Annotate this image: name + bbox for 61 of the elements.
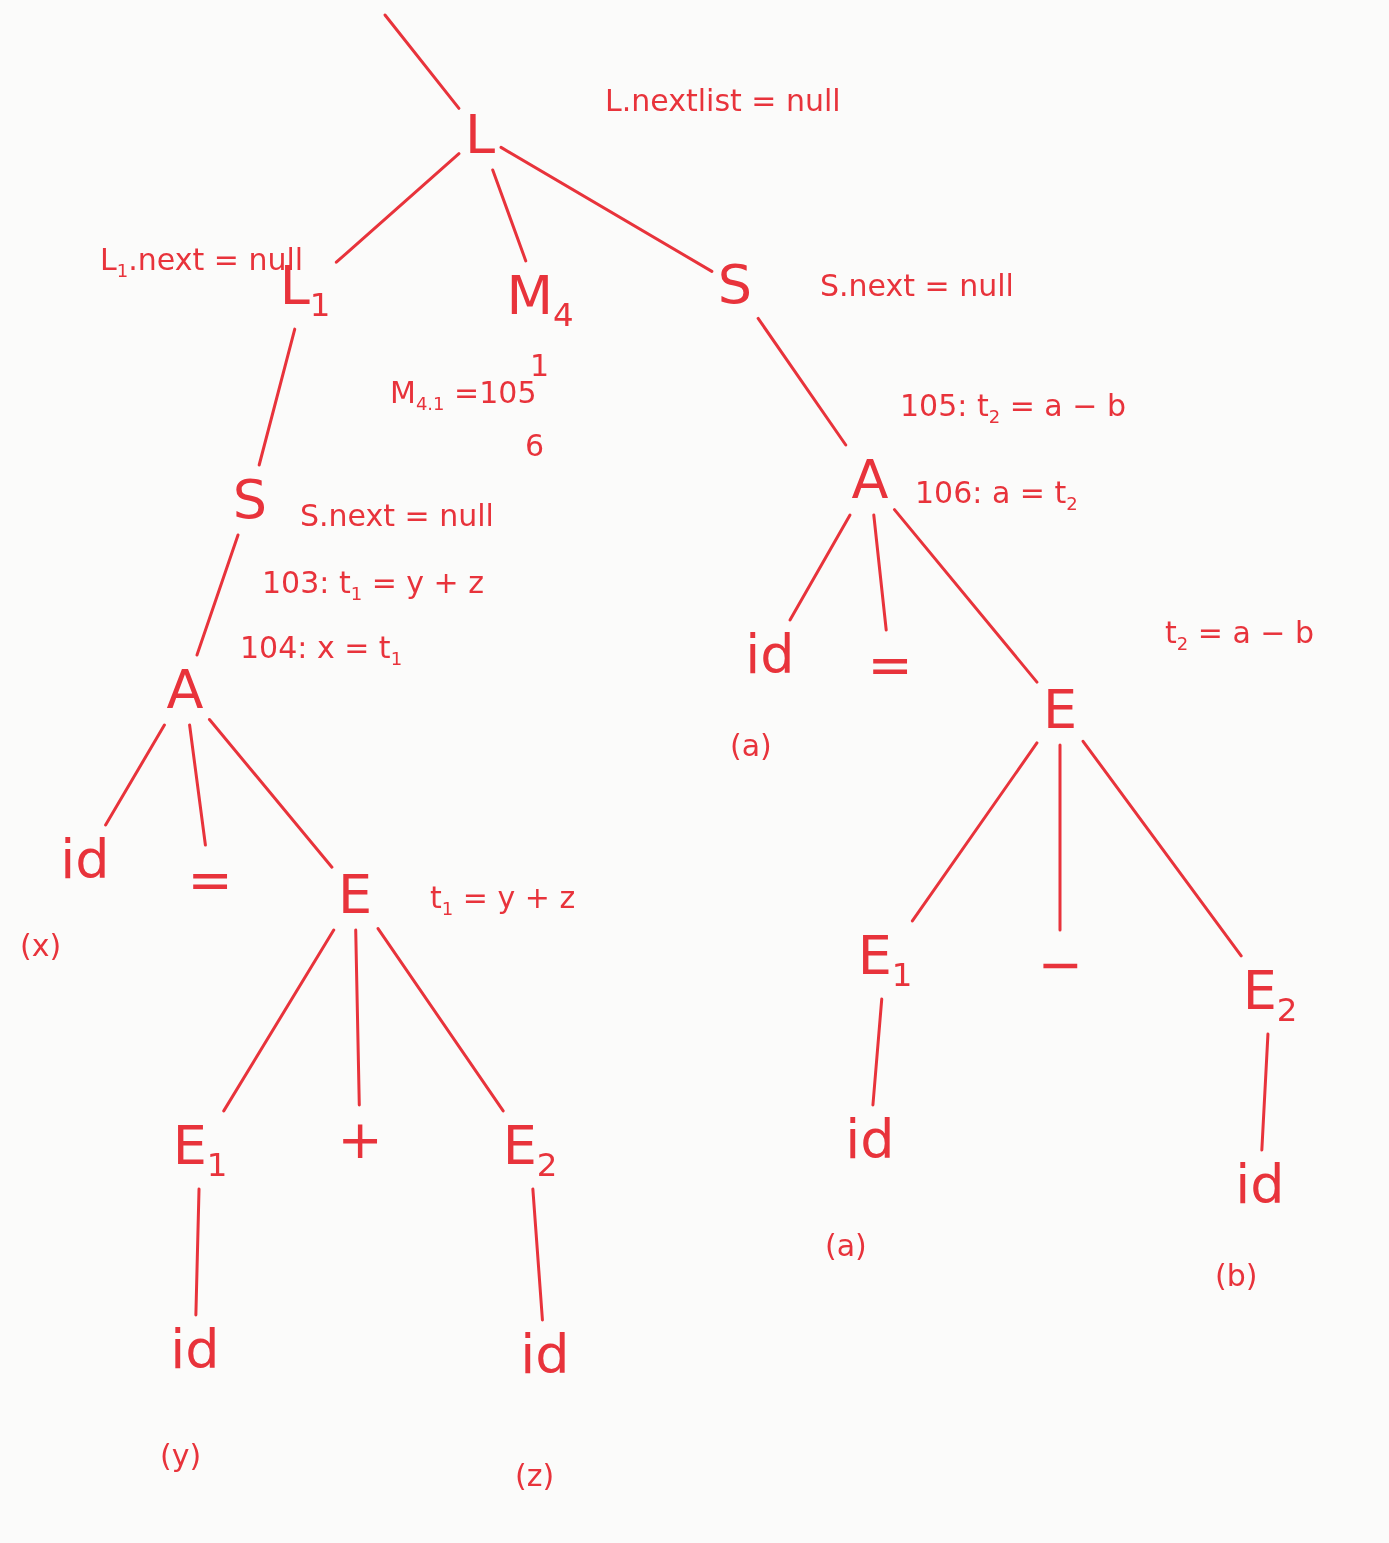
annotation: (y) — [160, 1438, 202, 1472]
tree-symbol: id — [514, 1320, 576, 1390]
tree-branch — [910, 741, 1039, 923]
tree-branch — [531, 1187, 544, 1322]
tree-symbol: id — [54, 825, 116, 895]
tree-branch — [194, 1187, 201, 1317]
tree-symbol: id — [164, 1315, 226, 1385]
tree-symbol: A — [160, 655, 210, 725]
tree-symbol: = — [181, 845, 239, 915]
tree-symbol: E$_{2}$ — [496, 1110, 564, 1190]
tree-branch — [1081, 739, 1243, 958]
annotation: t$_{1}$ = y + z — [430, 881, 576, 919]
annotation: S.next = null — [820, 268, 1014, 302]
tree-branch — [1058, 743, 1062, 932]
tree-branch — [354, 928, 361, 1107]
annotation: 6 — [525, 428, 545, 462]
tree-symbol: id — [1229, 1150, 1291, 1220]
tree-branch — [208, 718, 334, 869]
tree-symbol: id — [839, 1105, 901, 1175]
tree-branch — [788, 513, 852, 622]
annotation: (x) — [20, 928, 62, 962]
tree-branch — [499, 145, 714, 273]
tree-symbol: − — [1031, 930, 1089, 1000]
tree-branch — [1260, 1032, 1270, 1152]
tree-symbol: S — [711, 250, 759, 320]
tree-symbol: A — [845, 445, 895, 515]
tree-branch — [104, 723, 166, 827]
annotation: 104: x = t$_{1}$ — [240, 631, 403, 669]
tree-branch — [491, 168, 528, 263]
tree-branch — [188, 723, 207, 847]
tree-symbol: id — [739, 620, 801, 690]
annotation: 106: a = t$_{2}$ — [915, 476, 1078, 514]
annotation: 105: t$_{2}$ = a − b — [900, 389, 1126, 427]
annotation: (a) — [730, 728, 772, 762]
tree-symbol: M$_{4}$ — [500, 260, 580, 340]
tree-branch — [756, 316, 848, 447]
tree-branch — [195, 533, 240, 657]
tree-symbol: S — [226, 465, 274, 535]
tree-branch — [257, 327, 297, 467]
tree-branch — [871, 997, 884, 1107]
tree-symbol: L — [458, 100, 502, 170]
annotation: S.next = null — [300, 498, 494, 532]
annotation: t$_{2}$ = a − b — [1165, 616, 1315, 654]
tree-branch — [376, 927, 505, 1113]
tree-symbol: E$_{1}$ — [166, 1110, 234, 1190]
tree-symbol: E$_{2}$ — [1236, 955, 1304, 1035]
tree-symbol: E$_{1}$ — [851, 920, 919, 1000]
tree-branch — [334, 152, 461, 264]
tree-symbol: + — [331, 1105, 389, 1175]
annotation: (a) — [825, 1228, 867, 1262]
annotation: L.nextlist = null — [605, 83, 841, 117]
annotation: (z) — [515, 1458, 555, 1492]
tree-branch — [893, 508, 1039, 684]
tree-symbol: E — [1036, 675, 1084, 745]
tree-branch — [383, 13, 461, 110]
tree-symbol: E — [331, 860, 379, 930]
tree-branch — [872, 513, 888, 632]
annotation: 103: t$_{1}$ = y + z — [262, 566, 485, 604]
tree-branch — [222, 928, 336, 1113]
annotation: (b) — [1215, 1258, 1258, 1292]
tree-symbol: = — [861, 630, 919, 700]
